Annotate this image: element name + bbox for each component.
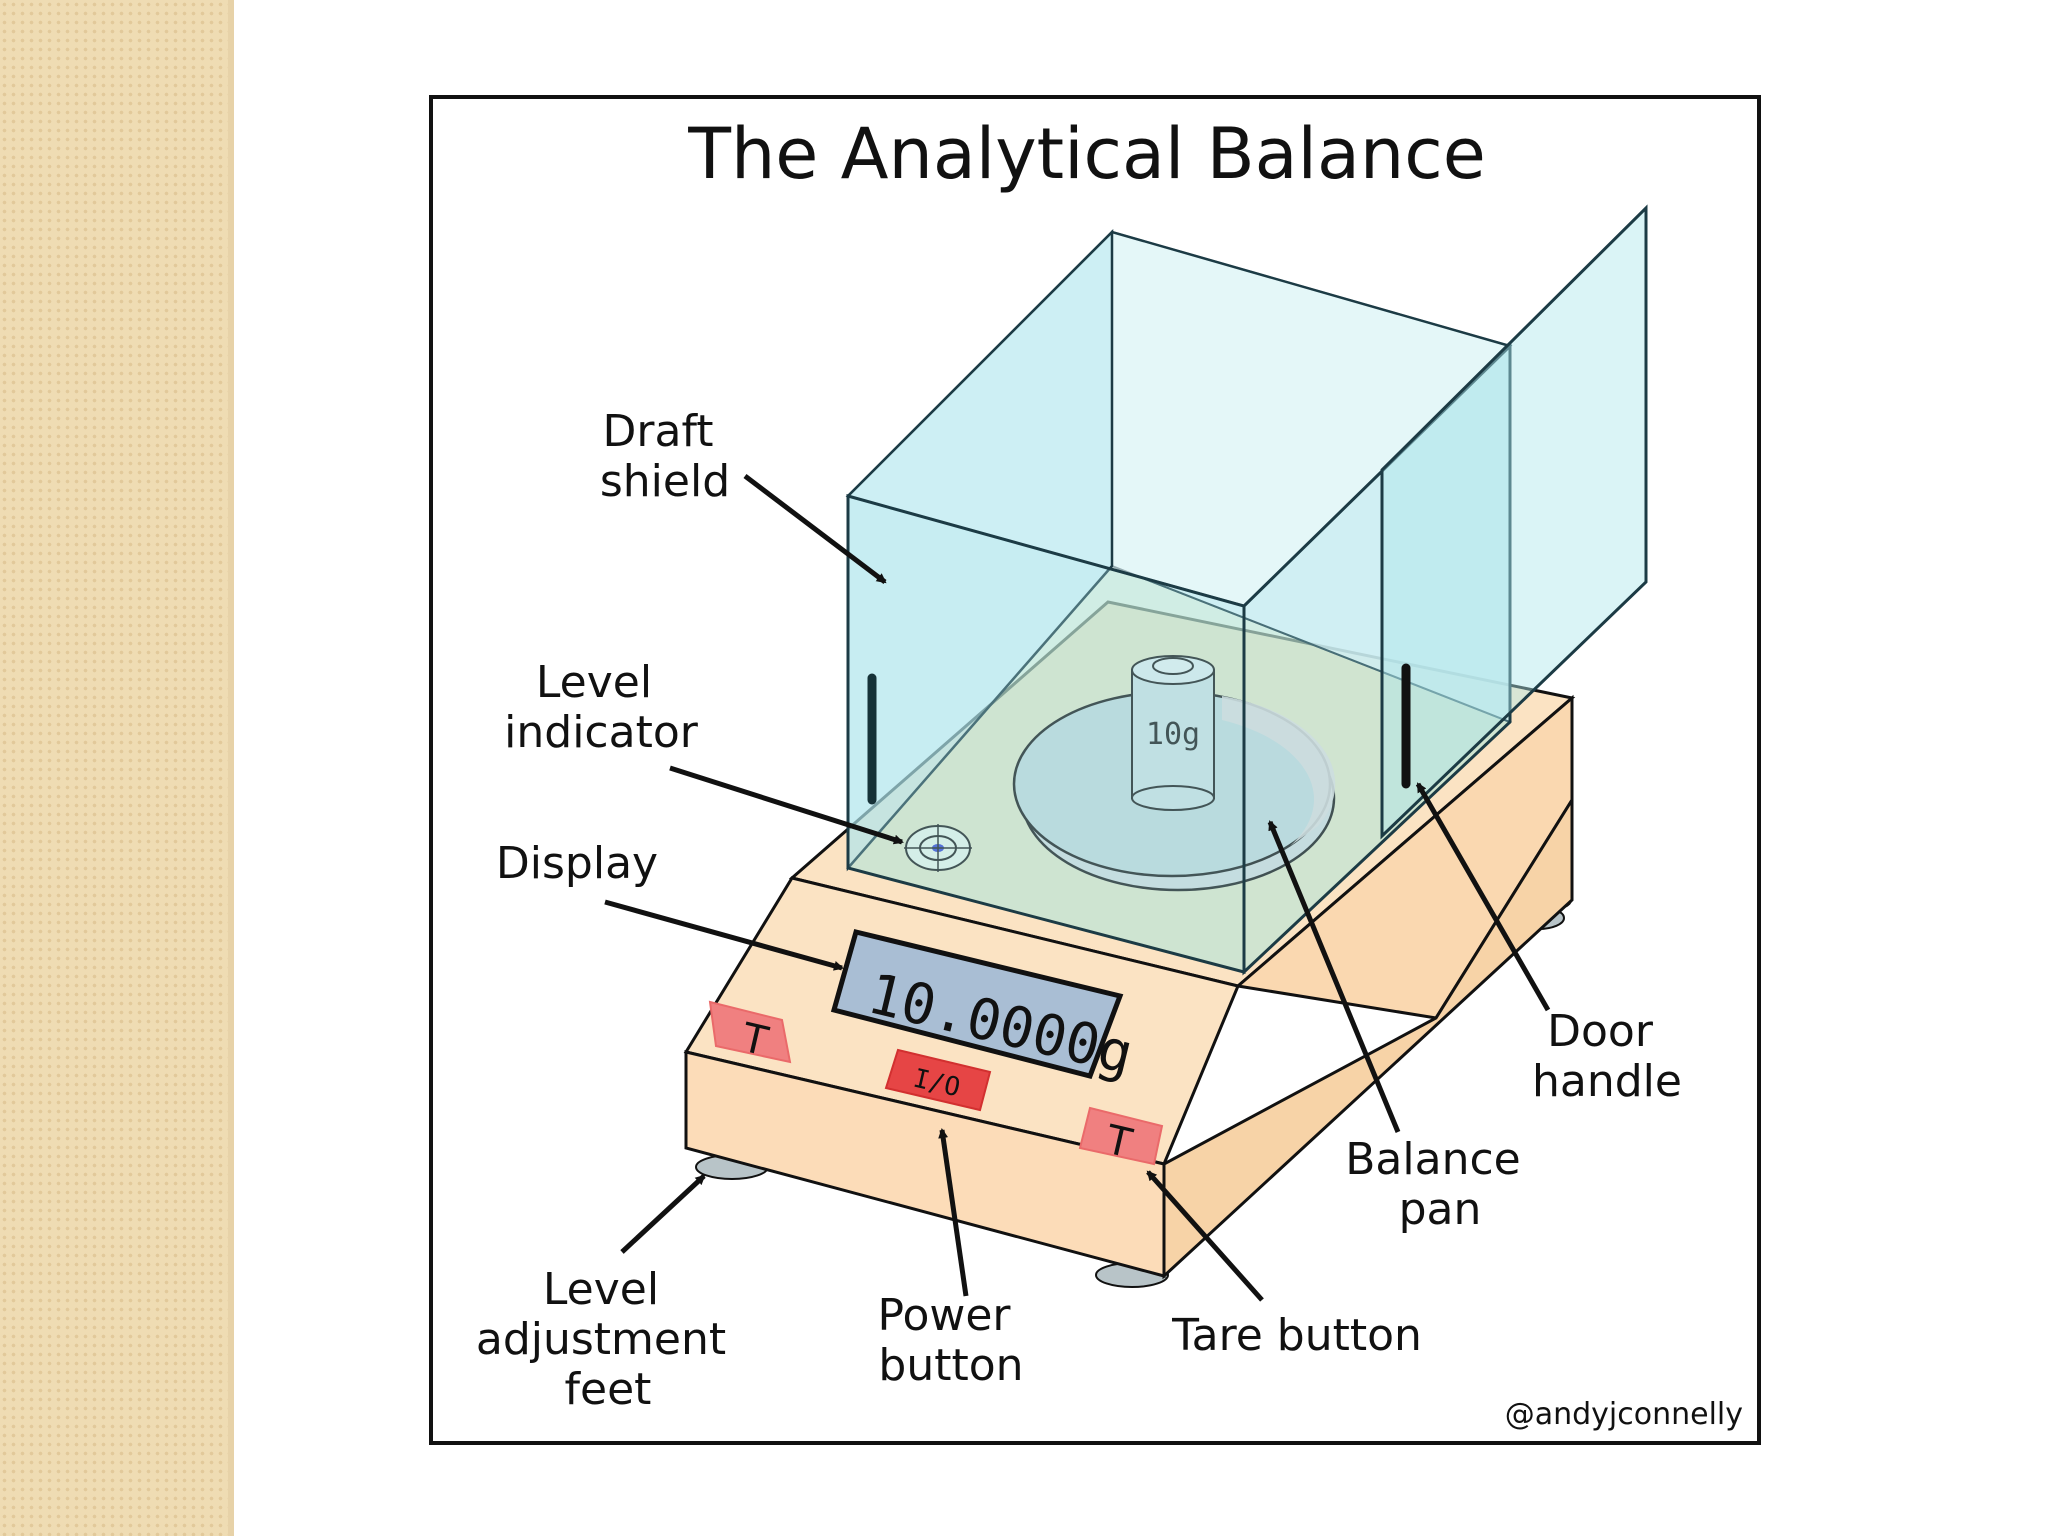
diagram-title: The Analytical Balance — [687, 113, 1486, 195]
tare-button-left: T — [708, 1000, 792, 1065]
side-strip-edge — [228, 0, 234, 1536]
sliding-door — [1380, 204, 1648, 840]
calibration-weight: 10g — [1131, 655, 1215, 811]
label-display: Display — [496, 838, 658, 889]
callout-arrows — [604, 474, 1551, 1302]
author-credit: @andyjconnelly — [1505, 1397, 1743, 1432]
level-indicator — [904, 824, 972, 872]
label-balance-pan: Balance pan — [1345, 1134, 1534, 1235]
weight-label: 10g — [1146, 717, 1200, 752]
label-door-handle: Door handle — [1532, 1006, 1682, 1107]
label-draft-shield: Draft shield — [600, 406, 730, 507]
tare-button-right: T — [1078, 1106, 1164, 1167]
label-tare-button: Tare button — [1171, 1310, 1422, 1361]
label-level-indicator: Level indicator — [504, 657, 699, 758]
label-power-button: Power button — [877, 1290, 1024, 1391]
label-level-adjustment-feet: Level adjustment feet — [476, 1264, 740, 1415]
power-button: I/O — [884, 1048, 992, 1112]
decorative-side-strip — [0, 0, 228, 1536]
